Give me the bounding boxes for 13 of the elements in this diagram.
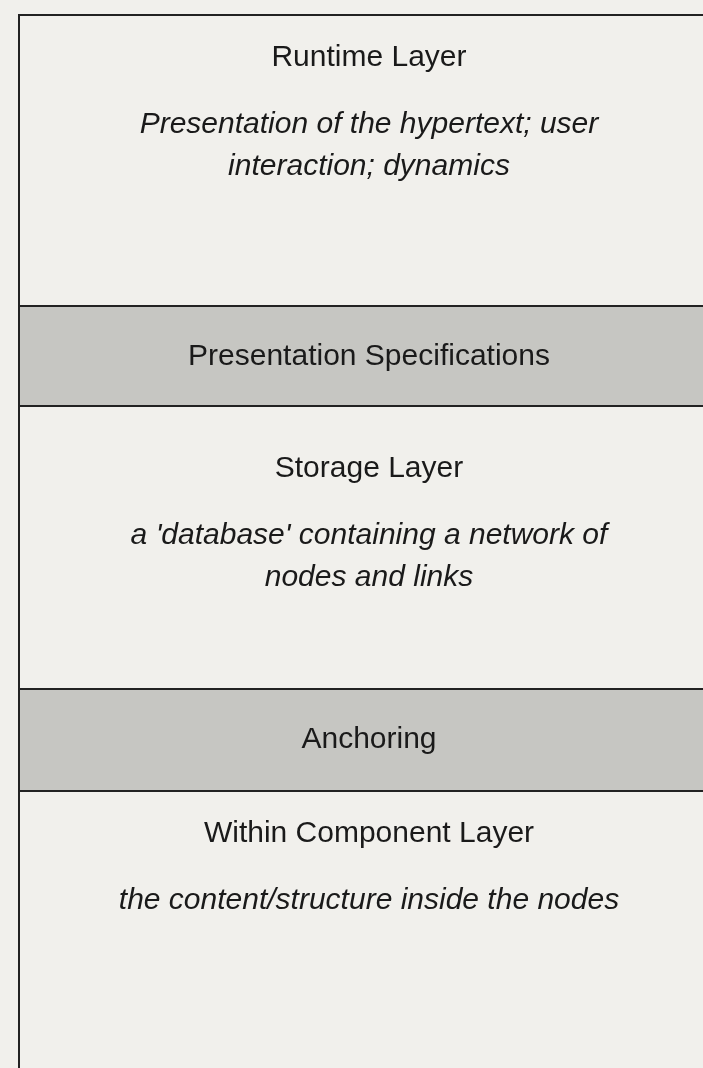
layer-description: a 'database' containing a network of nodes and links (129, 516, 611, 594)
interface-band (18, 305, 703, 405)
layer-title: Anchoring (301, 720, 437, 756)
layer-band (18, 405, 703, 688)
layer-title: Within Component Layer (203, 814, 535, 850)
layer-title: Storage Layer (274, 449, 464, 485)
layer-band (18, 14, 703, 305)
layer-band (18, 790, 703, 1068)
layer-title: Presentation Specifications (188, 337, 550, 373)
layer-title: Runtime Layer (271, 38, 467, 74)
layer-description: the content/structure inside the nodes (117, 881, 621, 917)
layer-description: Presentation of the hypertext; user interaction; dynamics (138, 105, 600, 183)
interface-band (18, 688, 703, 790)
